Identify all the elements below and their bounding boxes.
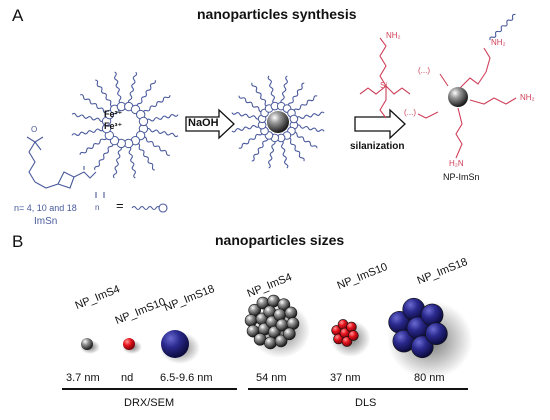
ion-fe2: Fe²⁺ bbox=[104, 109, 123, 119]
ion-fe3: Fe³⁺ bbox=[104, 121, 123, 131]
micelle-center bbox=[231, 75, 325, 169]
divider-right bbox=[248, 388, 468, 390]
panel-b-letter: B bbox=[12, 232, 24, 251]
micelle-left bbox=[71, 71, 179, 179]
size-left-ns18: 6.5-9.6 nm bbox=[160, 372, 213, 384]
ligand-name: ImSn bbox=[34, 216, 58, 227]
size-spheres-left bbox=[80, 330, 200, 364]
product-nh2-right: NH₂ bbox=[520, 93, 535, 102]
reagent-label: NaOH bbox=[188, 117, 219, 129]
size-left-ns10: nd bbox=[121, 372, 134, 384]
panel-b-title: nanoparticles sizes bbox=[215, 232, 345, 248]
legend-head bbox=[158, 203, 168, 213]
product-dots-top: (...) bbox=[418, 66, 430, 75]
aptes-si: Si bbox=[380, 81, 388, 90]
cluster-ns10 bbox=[330, 319, 371, 357]
product-particle bbox=[417, 13, 517, 159]
method-right: DLS bbox=[355, 397, 377, 409]
magnetic-core bbox=[267, 111, 289, 133]
method-left: DRX/SEM bbox=[124, 397, 175, 409]
cluster-ns18 bbox=[387, 297, 473, 379]
ligand-structure bbox=[26, 136, 105, 198]
process-label: silanization bbox=[350, 141, 405, 152]
aptes-molecule bbox=[359, 37, 411, 119]
product-h2n: H₂N bbox=[449, 159, 464, 168]
product-nh2-top: NH₂ bbox=[491, 38, 506, 47]
naoh-arrow bbox=[185, 108, 235, 140]
cluster-ns4 bbox=[244, 294, 311, 358]
panel-a-title: nanoparticles synthesis bbox=[197, 6, 357, 22]
size-left-ns4: 3.7 nm bbox=[66, 372, 100, 384]
silanization-arrow bbox=[354, 108, 406, 140]
chain-lengths: n= 4, 10 and 18 bbox=[14, 203, 77, 213]
product-name: NP-ImSn bbox=[443, 172, 480, 182]
aptes-nh2: NH₂ bbox=[386, 31, 401, 40]
equals-sign: = bbox=[116, 198, 124, 213]
legend-chain bbox=[131, 205, 161, 211]
size-right-ns10: 37 nm bbox=[330, 372, 361, 384]
product-dots-left: (...) bbox=[404, 108, 416, 117]
divider-left bbox=[62, 388, 237, 390]
sulfonate-o-top: O bbox=[31, 125, 38, 134]
panel-a-letter: A bbox=[12, 6, 24, 25]
size-right-ns18: 80 nm bbox=[414, 372, 445, 384]
ligand-n-index: n bbox=[95, 203, 100, 212]
size-right-ns4: 54 nm bbox=[256, 372, 287, 384]
